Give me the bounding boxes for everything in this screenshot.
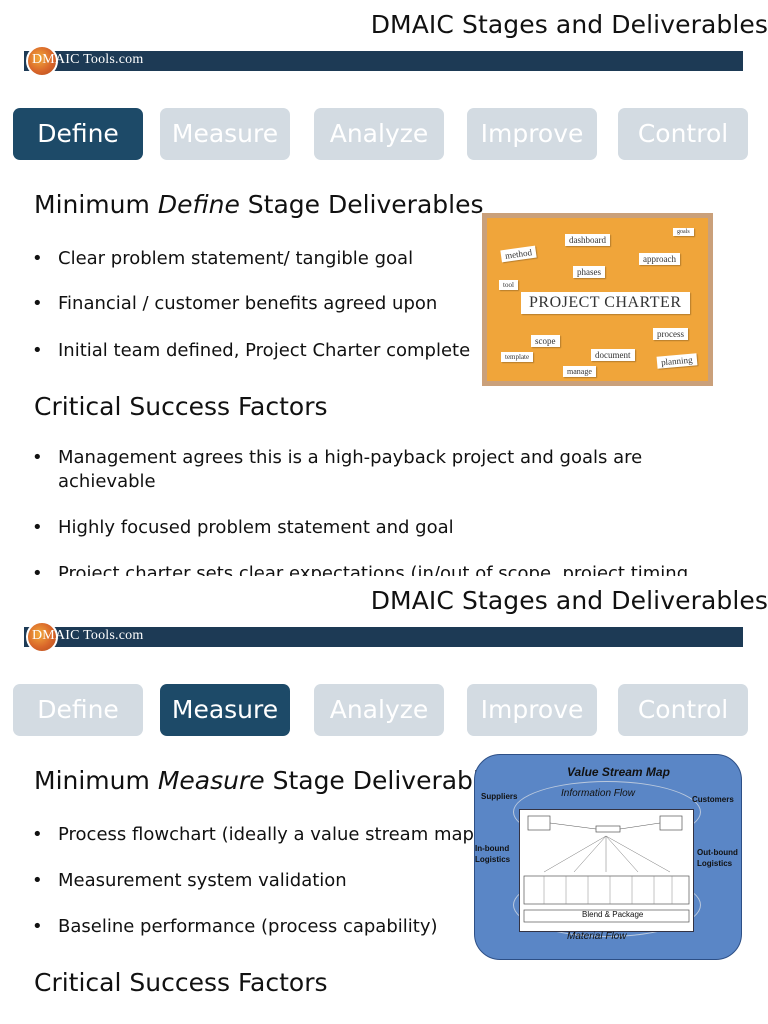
- slide-title: DMAIC Stages and Deliverables: [370, 586, 768, 615]
- tab-define[interactable]: Define: [13, 684, 143, 736]
- csf-heading: Critical Success Factors: [34, 392, 328, 421]
- outbound-label: Out-bound Logistics: [697, 848, 738, 868]
- list-item: Initial team defined, Project Charter co…: [32, 339, 722, 363]
- logo-icon: [26, 621, 58, 653]
- charter-word: manage: [563, 366, 596, 377]
- charter-main-label: PROJECT CHARTER: [521, 292, 690, 314]
- deliverables-heading: Minimum Measure Stage Deliverables: [34, 766, 508, 795]
- heading-suffix: Stage Deliverables: [264, 766, 509, 795]
- inbound-label: In-bound Logistics: [475, 844, 511, 864]
- list-item: Process flowchart (ideally a value strea…: [32, 823, 722, 847]
- charter-word: method: [500, 245, 537, 263]
- charter-word: approach: [639, 253, 680, 265]
- csf-list: Management agrees this is a high-payback…: [32, 446, 722, 576]
- slide-title: DMAIC Stages and Deliverables: [370, 10, 768, 39]
- stage-tabs: Define Measure Analyze Improve Control: [0, 684, 768, 736]
- vsm-diagram: Blend & Package: [519, 809, 694, 932]
- process-box-label: Blend & Package: [582, 910, 644, 919]
- project-charter-image: dashboard goals method approach phases t…: [482, 213, 713, 386]
- charter-word: planning: [656, 353, 697, 369]
- charter-word: tool: [499, 280, 518, 290]
- charter-word: dashboard: [565, 234, 610, 246]
- charter-word: template: [501, 352, 534, 362]
- vsm-title: Value Stream Map: [567, 765, 670, 779]
- information-flow-label: Information Flow: [561, 788, 635, 799]
- tab-analyze[interactable]: Analyze: [314, 108, 444, 160]
- list-item: Measurement system validation: [32, 869, 722, 893]
- slide-measure: DMAIC Stages and Deliverables DMAIC Tool…: [0, 576, 768, 1024]
- customers-label: Customers: [692, 795, 734, 804]
- charter-word: process: [653, 328, 688, 340]
- heading-prefix: Minimum: [34, 190, 158, 219]
- header-banner: [24, 51, 743, 71]
- tab-improve[interactable]: Improve: [467, 108, 597, 160]
- vsm-diagram-lines: [523, 815, 690, 923]
- logo-text: DMAIC Tools.com: [32, 628, 144, 643]
- material-flow-label: Material Flow: [567, 931, 627, 942]
- tab-define[interactable]: Define: [13, 108, 143, 160]
- list-item: Management agrees this is a high-payback…: [32, 446, 722, 494]
- heading-stage: Define: [157, 190, 240, 219]
- logo-icon: [26, 45, 58, 77]
- charter-word: phases: [573, 266, 605, 278]
- tab-control[interactable]: Control: [618, 684, 748, 736]
- tab-control[interactable]: Control: [618, 108, 748, 160]
- list-item: Highly focused problem statement and goa…: [32, 516, 722, 540]
- deliverables-list: Process flowchart (ideally a value strea…: [32, 823, 722, 939]
- charter-word: document: [591, 349, 635, 361]
- list-item: Project charter sets clear expectations …: [32, 562, 722, 576]
- csf-heading: Critical Success Factors: [34, 968, 328, 997]
- tab-improve[interactable]: Improve: [467, 684, 597, 736]
- charter-word: goals: [673, 228, 694, 236]
- deliverables-heading: Minimum Define Stage Deliverables: [34, 190, 483, 219]
- heading-prefix: Minimum: [34, 766, 158, 795]
- list-item: Baseline performance (process capability…: [32, 915, 722, 939]
- heading-stage: Measure: [157, 766, 265, 795]
- value-stream-map-image: Value Stream Map Information Flow Suppli…: [474, 754, 742, 960]
- stage-tabs: Define Measure Analyze Improve Control: [0, 108, 768, 160]
- suppliers-label: Suppliers: [481, 792, 518, 801]
- list-item: Clear problem statement/ tangible goal: [32, 247, 722, 271]
- tab-measure[interactable]: Measure: [160, 684, 290, 736]
- tab-analyze[interactable]: Analyze: [314, 684, 444, 736]
- tab-measure[interactable]: Measure: [160, 108, 290, 160]
- heading-suffix: Stage Deliverables: [239, 190, 484, 219]
- slide-define: DMAIC Stages and Deliverables DMAIC Tool…: [0, 0, 768, 576]
- list-item: Financial / customer benefits agreed upo…: [32, 292, 722, 316]
- charter-word: scope: [531, 335, 560, 347]
- logo-text: DMAIC Tools.com: [32, 52, 144, 67]
- header-banner: [24, 627, 743, 647]
- deliverables-list: Clear problem statement/ tangible goal F…: [32, 247, 722, 363]
